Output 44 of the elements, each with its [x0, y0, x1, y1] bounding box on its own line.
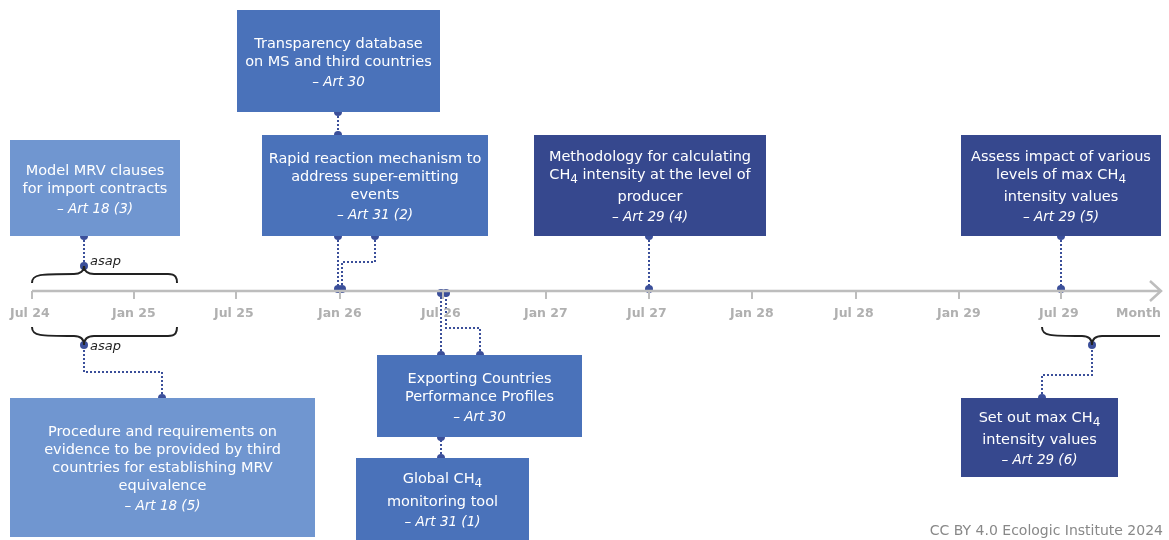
axis-tick-label: Jul 28 — [834, 305, 874, 320]
milestone-box — [10, 140, 180, 236]
axis-tick-label: Jan 25 — [112, 305, 156, 320]
milestone-title: Methodology for calculating CH$_{4}$ intensity at the level of producer — [547, 146, 753, 206]
axis-tick-label: Jan 26 — [318, 305, 362, 320]
milestone-title: Procedure and requirements on evidence to be provided by third countries for establishing MRV equivalence — [43, 422, 282, 494]
bracket-label: asap — [90, 338, 121, 353]
article-reference: – Art 31 (1) — [404, 512, 481, 529]
article-reference: – Art 31 (2) — [337, 206, 413, 222]
article-reference: – Art 29 (5) — [1023, 208, 1099, 225]
axis-tick-label: Month — [1116, 305, 1161, 320]
milestone-title: Rapid reaction mechanism to address super-emitting events — [268, 149, 482, 203]
article-reference: – Art 18 (5) — [124, 497, 201, 513]
axis-tick-label: Jan 29 — [937, 305, 981, 320]
milestone-box — [961, 398, 1118, 477]
milestone-title: Global CH$_{4}$ monitoring tool — [385, 469, 500, 510]
milestone-box — [237, 10, 440, 112]
milestone-box — [262, 135, 488, 236]
milestone-title: Exporting Countries Performance Profiles — [403, 368, 556, 405]
axis-tick-label: Jul 29 — [1039, 305, 1079, 320]
curly-brace — [1041, 326, 1161, 346]
milestone-box — [377, 355, 582, 437]
article-reference: – Art 30 — [312, 72, 365, 89]
article-reference: – Art 29 (6) — [1001, 451, 1078, 468]
milestone-title: Model MRV clauses for import contracts — [21, 160, 169, 197]
milestone-box — [534, 135, 766, 236]
milestone-box — [10, 398, 315, 537]
article-reference: – Art 18 (3) — [57, 199, 133, 216]
axis-tick-label: Jul 25 — [214, 305, 254, 320]
credit-line: CC BY 4.0 Ecologic Institute 2024 — [929, 522, 1163, 538]
article-reference: – Art 29 (4) — [612, 208, 688, 225]
axis-tick-label: Jul 24 — [10, 305, 50, 320]
article-reference: – Art 30 — [453, 407, 506, 424]
milestone-box — [356, 458, 529, 540]
axis-tick-label: Jul 26 — [421, 305, 461, 320]
axis-tick-label: Jul 27 — [627, 305, 667, 320]
axis-tick-label: Jan 27 — [524, 305, 568, 320]
bracket-label: asap — [90, 253, 121, 268]
milestone-title: Transparency database on MS and third countries — [244, 33, 433, 70]
timeline-axis — [30, 279, 1163, 303]
axis-tick-label: Jan 28 — [730, 305, 774, 320]
milestone-title: Assess impact of various levels of max CH$_{4}$ intensity values — [970, 146, 1152, 206]
milestone-title: Set out max CH$_{4}$ intensity values — [977, 407, 1102, 449]
milestone-box — [961, 135, 1161, 236]
